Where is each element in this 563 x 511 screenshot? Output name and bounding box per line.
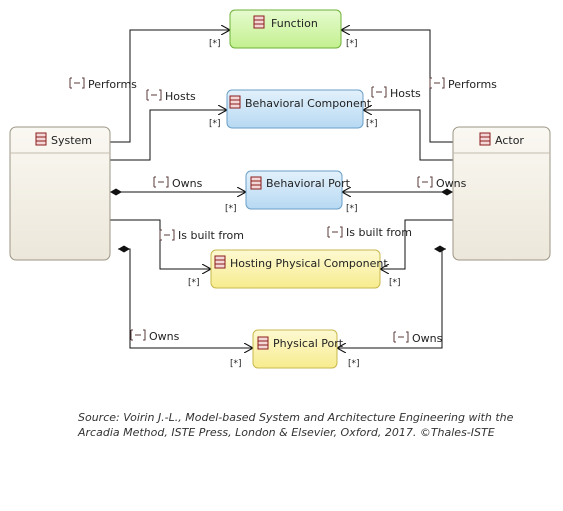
node-behavioral-component[interactable]: Behavioral Component — [226, 89, 372, 129]
edge-label-system-performs: Performs — [88, 78, 137, 91]
reference-icon — [371, 86, 387, 98]
edge-label-actor-owns-bport: Owns — [436, 177, 467, 190]
class-icon — [479, 132, 491, 146]
edge-system-performs — [110, 30, 230, 143]
edge-system-hosts — [110, 110, 227, 161]
edge-label-system-owns-pport: Owns — [149, 330, 180, 343]
multiplicity-label: [*] — [209, 119, 221, 129]
node-system[interactable]: System — [9, 126, 111, 261]
multiplicity-label: [*] — [348, 359, 360, 369]
class-icon — [214, 255, 226, 269]
class-icon — [250, 176, 262, 190]
edge-label-actor-owns-pport: Owns — [412, 332, 443, 345]
edges — [110, 30, 453, 348]
multiplicities: [*] [*] [*] [*] [*] [*] [*] [*] [*] [*] — [188, 39, 401, 369]
edge-label-actor-built-from: Is built from — [346, 226, 412, 239]
multiplicity-label: [*] — [225, 204, 237, 214]
node-behavioral-port[interactable]: Behavioral Port — [245, 170, 351, 210]
node-actor-label: Actor — [495, 134, 524, 147]
source-caption: Source: Voirin J.-L., Model-based System… — [78, 411, 514, 439]
reference-icon — [393, 331, 409, 343]
node-hosting-physical-component-label: Hosting Physical Component — [230, 257, 388, 270]
node-physical-port[interactable]: Physical Port — [252, 329, 344, 369]
reference-icon — [130, 329, 146, 341]
edge-labels: Performs Performs Hosts Hosts Owns Owns … — [69, 77, 497, 345]
class-icon — [257, 336, 269, 350]
node-function[interactable]: Function — [229, 9, 342, 49]
node-system-label: System — [51, 134, 92, 147]
edge-label-actor-performs: Performs — [448, 78, 497, 91]
multiplicity-label: [*] — [346, 39, 358, 49]
node-actor[interactable]: Actor — [452, 126, 551, 261]
node-behavioral-component-label: Behavioral Component — [245, 97, 372, 110]
multiplicity-label: [*] — [389, 278, 401, 288]
edge-system-built-from — [110, 219, 211, 269]
multiplicity-label: [*] — [346, 204, 358, 214]
reference-icon — [429, 77, 445, 89]
node-hosting-physical-component[interactable]: Hosting Physical Component — [210, 249, 388, 289]
reference-icon — [327, 226, 343, 238]
multiplicity-label: [*] — [188, 278, 200, 288]
class-icon — [253, 15, 265, 29]
edge-label-system-built-from: Is built from — [178, 229, 244, 242]
reference-icon — [146, 89, 162, 101]
edge-label-system-hosts: Hosts — [165, 90, 196, 103]
reference-icon — [69, 77, 85, 89]
multiplicity-label: [*] — [209, 39, 221, 49]
class-icon — [35, 132, 47, 146]
edge-label-system-owns-bport: Owns — [172, 177, 203, 190]
edge-label-actor-hosts: Hosts — [390, 87, 421, 100]
multiplicity-label: [*] — [230, 359, 242, 369]
reference-icon — [153, 176, 169, 188]
node-physical-port-label: Physical Port — [273, 337, 344, 350]
edge-actor-owns-pport — [337, 249, 446, 348]
node-behavioral-port-label: Behavioral Port — [266, 177, 351, 190]
edge-system-owns-pport — [118, 249, 253, 348]
multiplicity-label: [*] — [366, 119, 378, 129]
node-function-label: Function — [271, 17, 318, 30]
edge-actor-hosts — [363, 110, 453, 161]
class-icon — [229, 95, 241, 109]
reference-icon — [159, 229, 175, 241]
reference-icon — [417, 176, 433, 188]
